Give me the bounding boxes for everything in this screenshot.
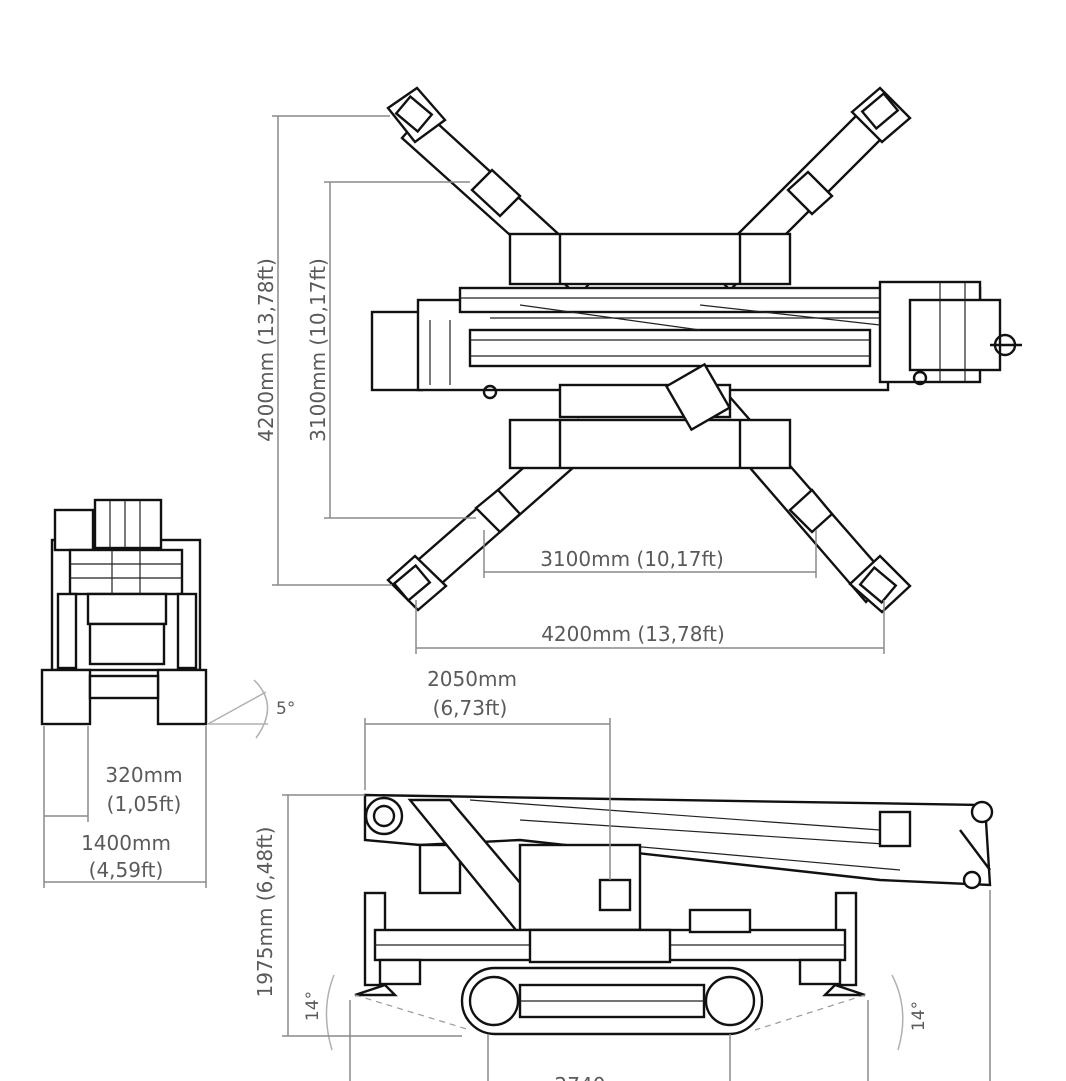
label-front-track-ft: (1,05ft) xyxy=(107,792,182,816)
label-front-track-mm: 320mm xyxy=(105,763,182,787)
label-front-tilt: 5° xyxy=(276,699,295,719)
label-top-width-inner: 3100mm (10,17ft) xyxy=(540,547,724,571)
top-boom xyxy=(370,280,1022,432)
top-view: 4200mm (13,78ft) 3100mm (10,17ft) 3100mm… xyxy=(254,86,1022,654)
dim-width-inner xyxy=(483,530,817,578)
label-top-height-inner: 3100mm (10,17ft) xyxy=(306,258,330,442)
front-track-left xyxy=(40,668,92,726)
label-top-width-outer: 4200mm (13,78ft) xyxy=(541,622,725,646)
track-top xyxy=(508,232,792,286)
label-side-angle-left: 14° xyxy=(303,991,323,1021)
front-view: 5° 320mm (1,05ft) 1400mm (4,59ft) xyxy=(40,498,295,888)
label-side-boom-mm: 2050mm xyxy=(427,667,517,691)
dim-height-outer xyxy=(272,115,392,586)
dim-height-inner xyxy=(324,181,476,519)
track-bottom xyxy=(508,418,792,470)
dim-width-outer xyxy=(415,600,885,654)
label-front-width-mm: 1400mm xyxy=(81,831,171,855)
label-front-width-ft: (4,59ft) xyxy=(89,858,164,882)
label-side-height: 1975mm (6,48ft) xyxy=(253,827,277,998)
label-side-angle-right: 14° xyxy=(909,1001,929,1031)
front-track-right xyxy=(156,668,208,726)
label-side-bottom-partial: 2740 xyxy=(555,1073,606,1081)
side-view: 14° 14° 2050mm (6,73ft) 1975mm (6,48ft) … xyxy=(253,667,994,1081)
label-top-height-outer: 4200mm (13,78ft) xyxy=(254,258,278,442)
label-side-boom-ft: (6,73ft) xyxy=(433,696,508,720)
